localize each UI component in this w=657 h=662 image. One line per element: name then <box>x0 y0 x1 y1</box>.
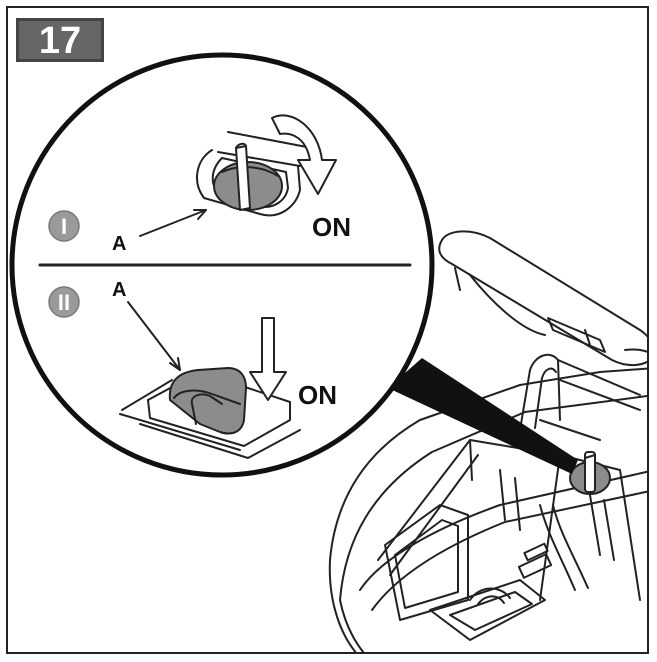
roman-badge-panel-2: II <box>48 286 80 318</box>
panel-2-pointer-label: A <box>112 279 126 301</box>
roman-numeral-2: II <box>58 290 70 315</box>
roman-badge-panel-1: I <box>48 210 80 242</box>
machine-body-drawing <box>328 230 647 652</box>
zoom-detail-circle: I II A ON A ON <box>9 52 435 478</box>
step-number: 17 <box>38 20 82 62</box>
step-number-badge: 17 <box>16 18 104 62</box>
panel-1-on-label: ON <box>312 212 351 242</box>
panel-2-on-label: ON <box>298 380 337 410</box>
panel-1-rotary-knob-drawing <box>139 114 337 237</box>
roman-numeral-1: I <box>61 214 67 239</box>
zoom-pointer-wedge <box>388 358 578 474</box>
panel-1-pointer-label: A <box>112 233 126 255</box>
panel-2-lever-switch-drawing <box>119 301 301 459</box>
